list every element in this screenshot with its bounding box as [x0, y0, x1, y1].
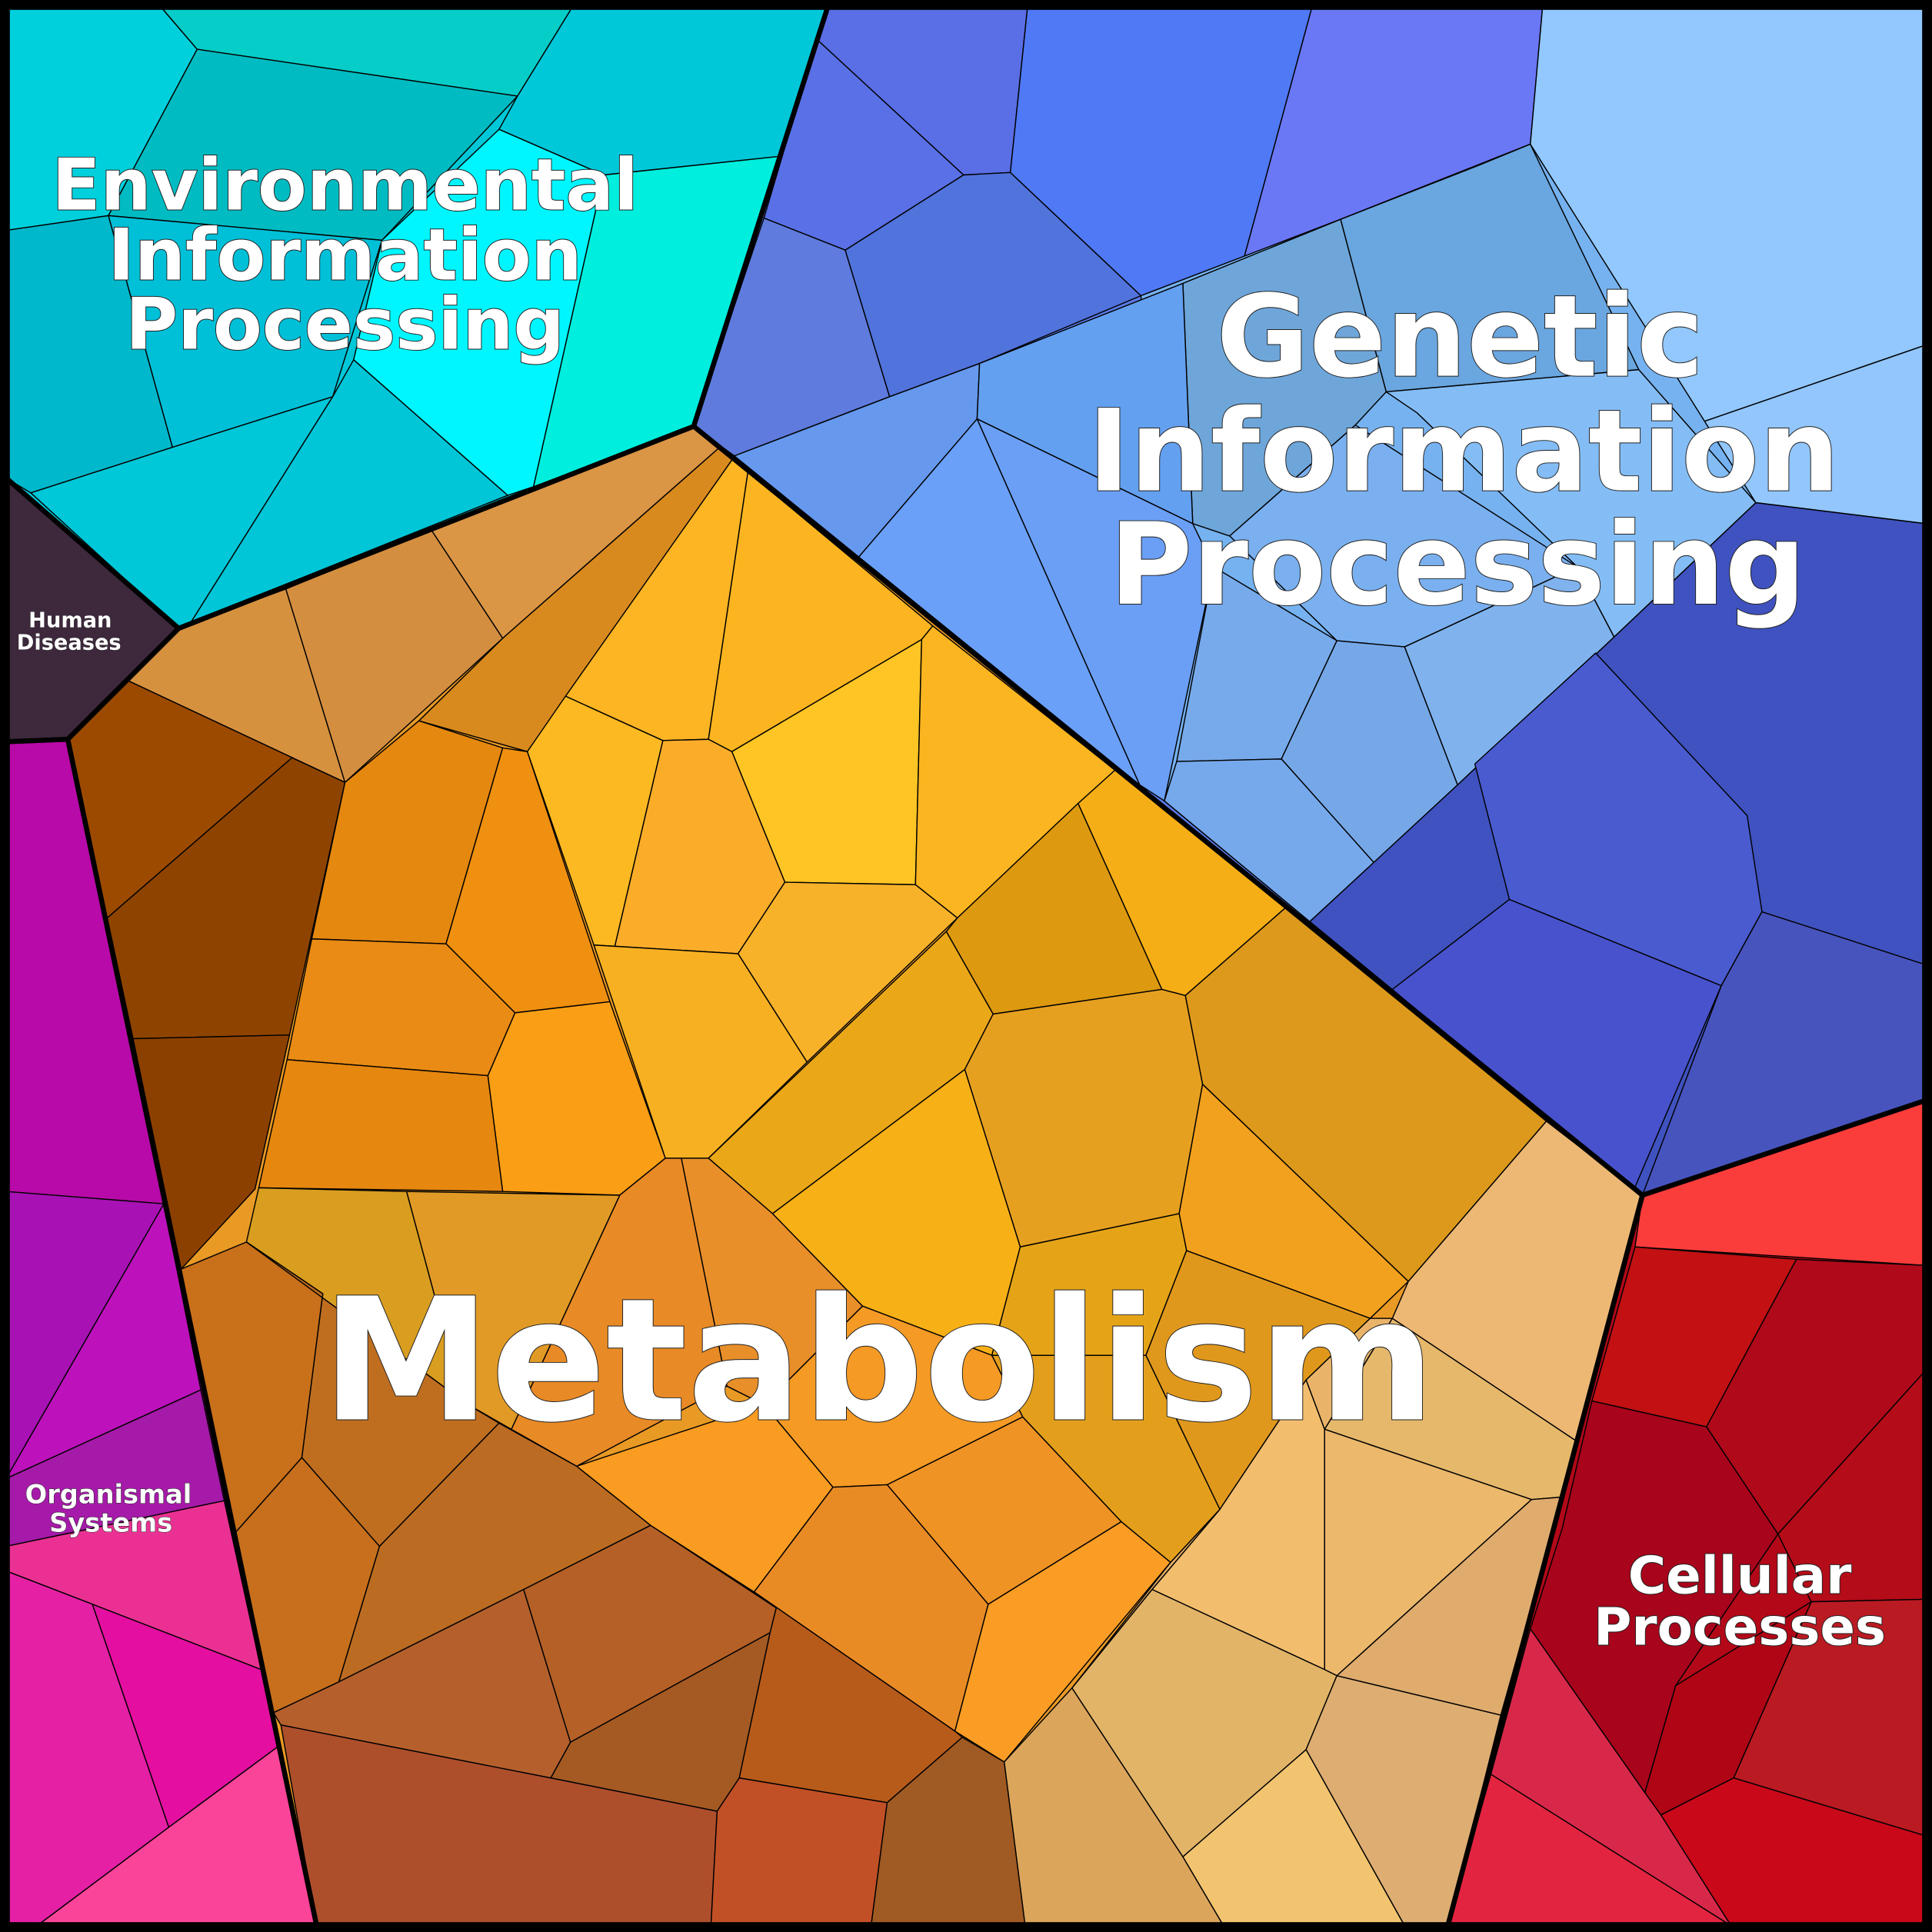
- label-line: Information: [108, 214, 582, 297]
- metabolism-cell: [870, 1737, 1026, 1927]
- metabolism-cell: [258, 1059, 504, 1192]
- label-organismal: Organismal Systems: [25, 1479, 192, 1538]
- label-line: Systems: [49, 1507, 172, 1537]
- label-human-diseases: Human Diseases: [16, 608, 122, 655]
- label-line: Environmental: [52, 143, 638, 226]
- environmental-cell: [190, 359, 508, 623]
- label-line: Human: [28, 608, 112, 632]
- metabolism-cell: [681, 1158, 864, 1406]
- label-cellular: Cellular Processes: [1593, 1544, 1887, 1657]
- label-metabolism: Metabolism: [321, 1262, 1436, 1461]
- label-line: Organismal: [25, 1479, 192, 1509]
- metabolism-cell: [737, 881, 958, 1063]
- label-genetic: Genetic Information Processing: [1087, 270, 1840, 631]
- label-line: Genetic: [1216, 271, 1704, 403]
- label-line: Processing: [125, 282, 565, 365]
- genetic-cell: [1164, 758, 1374, 923]
- label-line: Processes: [1594, 1597, 1886, 1657]
- genetic-cell: [976, 418, 1214, 802]
- cells-layer: [5, 5, 1927, 1927]
- label-line: Diseases: [17, 631, 122, 655]
- label-line: Processing: [1109, 498, 1806, 631]
- label-environmental: Environmental Information Processing: [51, 142, 639, 366]
- label-line: Information: [1088, 385, 1840, 518]
- metabolism-cell: [710, 1777, 888, 1927]
- label-line: Cellular: [1628, 1545, 1852, 1605]
- label-line: Metabolism: [321, 1263, 1435, 1461]
